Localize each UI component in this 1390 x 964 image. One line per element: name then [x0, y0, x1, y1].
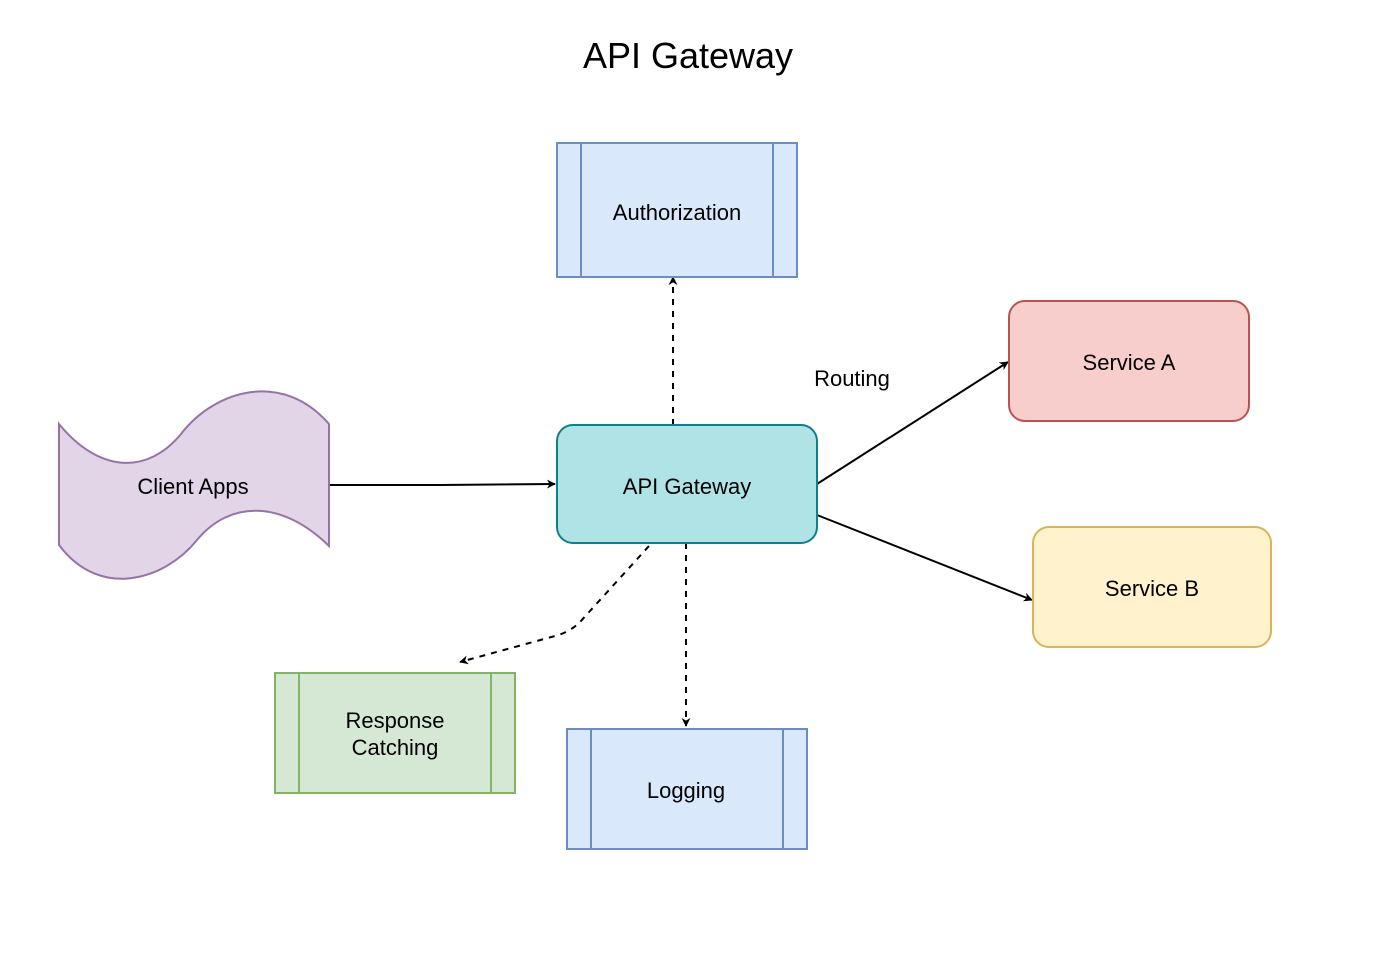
response-catching-label-line1: Response	[345, 708, 444, 733]
client-apps-shape	[58, 390, 330, 580]
service-b-label: Service B	[1105, 576, 1199, 601]
response-catching-box	[274, 672, 516, 794]
node-response-catching[interactable]: Response Catching	[274, 672, 516, 794]
api-gateway-box	[556, 424, 818, 544]
response-catching-label-line2: Catching	[352, 735, 439, 760]
node-client-apps[interactable]: Client Apps	[58, 390, 330, 580]
diagram-title: API Gateway	[583, 35, 793, 76]
node-service-a[interactable]: Service A	[1008, 300, 1250, 422]
service-a-box	[1008, 300, 1250, 422]
edge-client-to-gateway	[329, 479, 556, 489]
node-service-b[interactable]: Service B	[1032, 526, 1272, 648]
api-gateway-label: API Gateway	[623, 474, 751, 499]
logging-label: Logging	[647, 778, 725, 803]
authorization-box	[556, 142, 798, 278]
node-api-gateway[interactable]: API Gateway	[556, 424, 818, 544]
edge-gateway-to-response-catching	[459, 545, 650, 665]
edges	[329, 276, 1033, 727]
service-a-label: Service A	[1083, 350, 1176, 375]
client-apps-label: Client Apps	[137, 474, 248, 499]
edge-gateway-to-service-a	[816, 361, 1009, 485]
authorization-label: Authorization	[613, 200, 741, 225]
service-b-box	[1032, 526, 1272, 648]
logging-box	[566, 728, 808, 850]
edge-label-routing: Routing	[814, 366, 890, 391]
node-authorization[interactable]: Authorization	[556, 142, 798, 278]
edge-gateway-to-service-b	[816, 514, 1033, 602]
node-logging[interactable]: Logging	[566, 728, 808, 850]
